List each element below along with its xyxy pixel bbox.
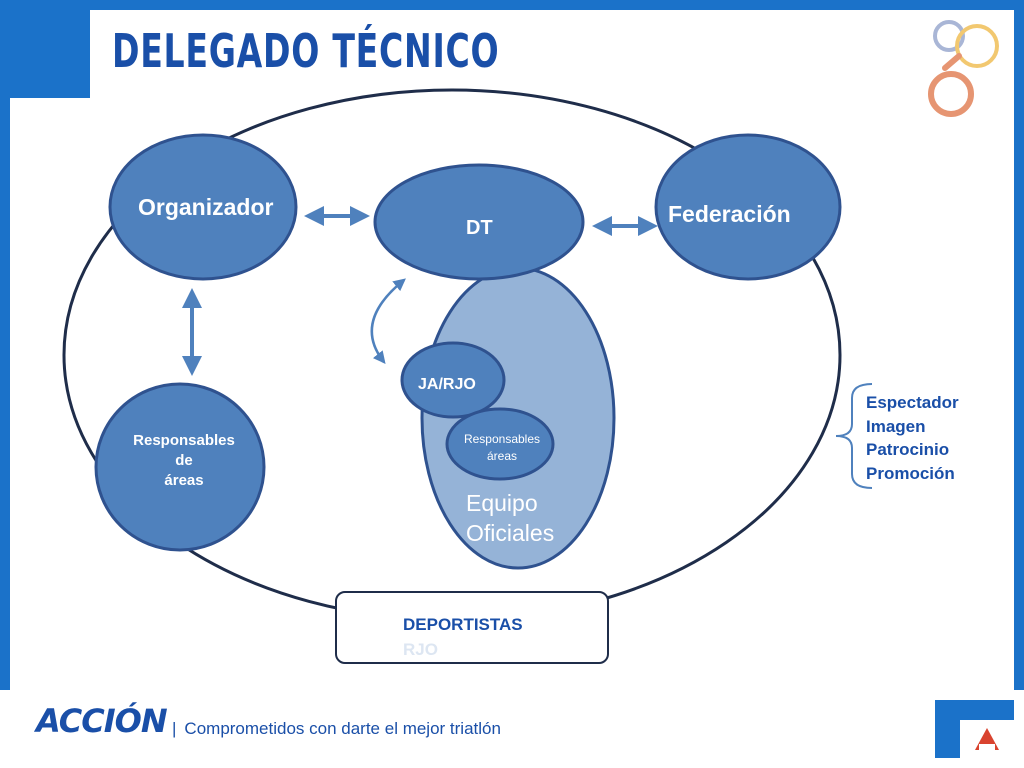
footer-brand: ACCIÓN: [36, 702, 168, 740]
footer-tagline: |Comprometidos con darte el mejor triatl…: [172, 719, 501, 738]
equipo-line-1: Equipo: [466, 490, 538, 516]
federacion-node: [654, 133, 842, 281]
side-list-item: Patrocinio: [866, 440, 950, 459]
dt-node: [373, 163, 585, 281]
deportistas-label: DEPORTISTAS: [403, 615, 523, 634]
responsables-left-line-1: Responsables: [133, 432, 235, 449]
responsables-inner-node: [445, 407, 555, 481]
side-list-item: Promoción: [866, 463, 955, 483]
responsables-left-label: Responsables de áreas: [114, 431, 254, 491]
footer-bar: [0, 690, 1024, 768]
ja-rjo-label: JA/RJO: [418, 376, 476, 393]
logo-rings-icon: [928, 20, 999, 117]
equipo-line-2: Oficiales: [466, 520, 555, 546]
deportistas-box: [335, 591, 609, 664]
side-bracket: [835, 383, 873, 489]
organizador-node: [108, 133, 298, 281]
arrow-dt-jarjo: [370, 278, 406, 364]
federacion-label: Federación: [668, 201, 791, 227]
side-list: Espectador Imagen Patrocinio Promoción: [866, 391, 959, 485]
ja-rjo-node: [400, 341, 506, 419]
footer-tagline-text: Comprometidos con darte el mejor triatló…: [184, 719, 501, 738]
responsables-node: [94, 382, 266, 552]
responsables-inner-line-2: áreas: [486, 449, 518, 463]
side-list-item: Espectador: [866, 393, 959, 412]
responsables-left-line-3: áreas: [164, 472, 204, 489]
slide-title: DELEGADO TÉCNICO: [112, 24, 500, 78]
frame-bottom-right: [935, 700, 1014, 758]
dt-label: DT: [466, 217, 493, 239]
equipo-oficiales-label: Equipo Oficiales: [466, 488, 554, 548]
responsables-inner-label: Responsables áreas: [452, 431, 552, 465]
responsables-left-line-2: de: [175, 452, 193, 469]
responsables-inner-line-1: Responsables: [463, 432, 541, 446]
deportistas-ghost-label: RJO: [403, 640, 438, 659]
organizador-label: Organizador: [138, 194, 274, 220]
side-list-item: Imagen: [866, 416, 926, 436]
